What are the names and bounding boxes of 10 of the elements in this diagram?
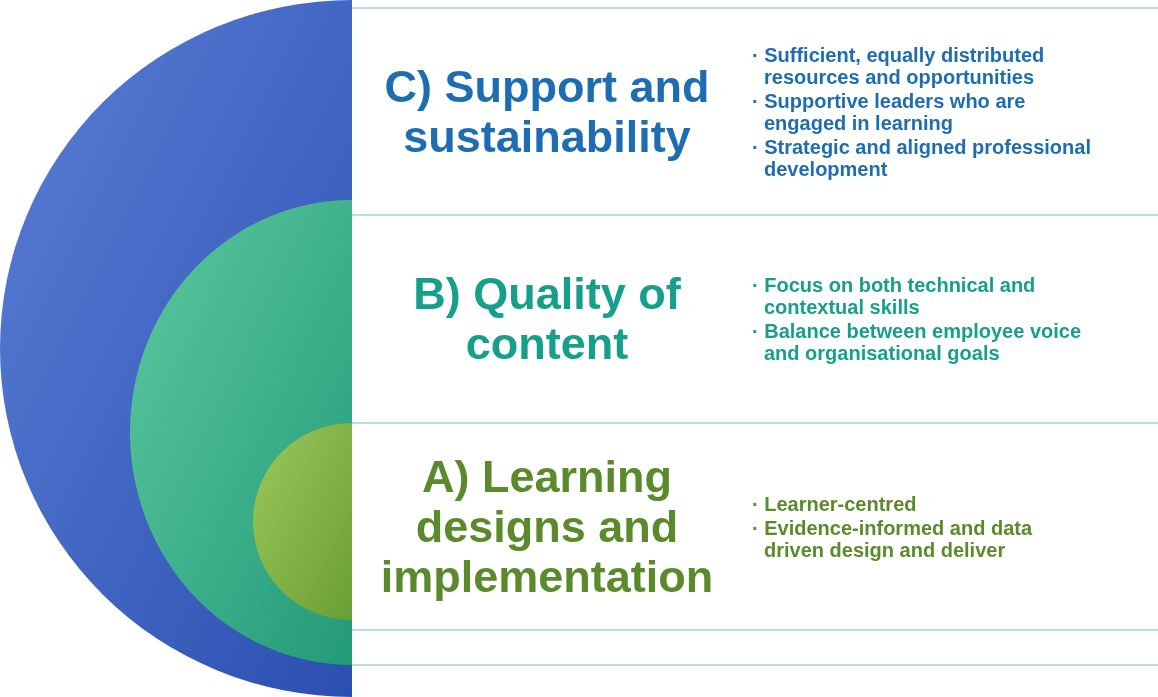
bullet-item: · Evidence-informed and data driven design and deliver [752, 516, 1034, 561]
bullet-item: · Focus on both technical and contextual skills [752, 274, 1037, 318]
bullet-item: · Balance between employee voice and organisational goals [752, 320, 1083, 364]
section-heading: C) Support and sustainability [383, 61, 711, 162]
bullet-item: · Supportive leaders who are engaged in learning [752, 89, 1027, 134]
section-heading: B) Quality of content [412, 269, 682, 369]
bullet-item: · Learner-centred [752, 492, 918, 515]
bullet-item: · Strategic and aligned professional development [752, 135, 1092, 180]
bullet-item: · Sufficient, equally distributed resources and opportunities [752, 43, 1046, 88]
section-heading: A) Learning designs and implementation [379, 451, 715, 602]
